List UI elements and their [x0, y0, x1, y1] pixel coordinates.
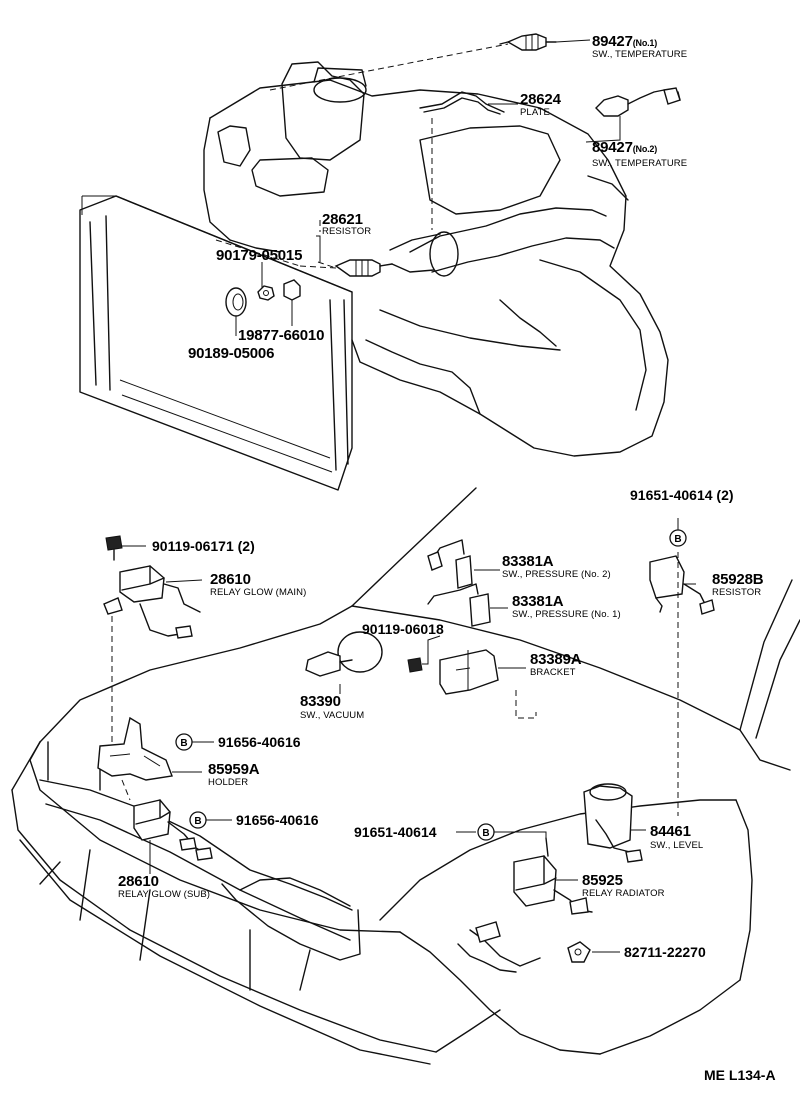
part-label-83389a: 83389A BRACKET [530, 651, 582, 678]
part-description: SW., PRESSURE (No. 1) [512, 609, 621, 620]
part-label-83381a-no1: 83381A SW., PRESSURE (No. 1) [512, 593, 621, 620]
part-description: RELAY GLOW (SUB) [118, 889, 210, 900]
part-description: HOLDER [208, 777, 248, 788]
part-number: 84461 [650, 823, 691, 840]
part-number: 28610 [210, 571, 251, 588]
part-label-19877-66010: 19877-66010 [238, 327, 324, 344]
part-number: 85959A [208, 761, 260, 778]
part-label-90119-06018: 90119-06018 [362, 621, 444, 637]
engine-small-parts [225, 33, 681, 317]
part-number: 83381A [502, 553, 554, 570]
callout-b-mid: B [477, 823, 495, 841]
part-label-28610-main: 28610 RELAY GLOW (MAIN) [210, 571, 306, 598]
diagram-code: ME L134-A [704, 1067, 776, 1083]
part-label-85925: 85925 RELAY RADIATOR [582, 872, 665, 899]
part-description: SW., LEVEL [650, 840, 703, 851]
vehicle-body-outline [11, 487, 800, 1065]
part-number: 28621 [322, 211, 363, 228]
part-qualifier: (No.1) [633, 38, 658, 48]
part-description: SW., TEMPERATURE [592, 158, 687, 169]
part-label-89427-no2: 89427(No.2) SW., TEMPERATURE [592, 139, 687, 169]
part-label-85928b: 85928B RESISTOR [712, 571, 764, 598]
part-label-90179-05015: 90179-05015 [216, 247, 302, 264]
part-label-28610-sub: 28610 RELAY GLOW (SUB) [118, 873, 210, 900]
part-number: 28624 [520, 91, 562, 108]
part-number: 28610 [118, 873, 159, 890]
part-number: 85925 [582, 872, 623, 889]
part-number: 83390 [300, 693, 341, 710]
part-label-85959a: 85959A HOLDER [208, 761, 260, 788]
callout-b-sub-label: B [194, 816, 201, 827]
part-label-91656-40616-b: 91656-40616 [236, 812, 319, 828]
part-label-91656-40616-a: 91656-40616 [218, 734, 301, 750]
part-label-90119-06171: 90119-06171 (2) [152, 538, 255, 554]
part-description: RESISTOR [712, 587, 761, 598]
part-description: SW., TEMPERATURE [592, 49, 687, 60]
svg-text:89427(No.1): 89427(No.1) [592, 33, 657, 50]
part-label-82711-22270: 82711-22270 [624, 944, 706, 960]
part-label-91651-40614-top: 91651-40614 (2) [630, 487, 734, 503]
part-description: RELAY RADIATOR [582, 888, 665, 899]
callout-b-top: B [669, 529, 687, 547]
part-label-84461: 84461 SW., LEVEL [650, 823, 703, 851]
part-label-90189-05006: 90189-05006 [188, 345, 274, 362]
part-label-28621: 28621 RESISTOR [322, 211, 371, 237]
part-number: 89427 [592, 139, 633, 156]
part-label-83381a-no2: 83381A SW., PRESSURE (No. 2) [502, 553, 611, 580]
callout-b-mid-label: B [482, 828, 489, 839]
callout-b-sub: B [189, 811, 207, 829]
part-label-83390: 83390 SW., VACUUM [300, 693, 364, 721]
part-description: BRACKET [530, 667, 576, 678]
part-label-91651-40614-mid: 91651-40614 [354, 824, 437, 840]
engine-outline [79, 61, 669, 491]
part-number: 83389A [530, 651, 582, 668]
part-qualifier: (No.2) [633, 144, 658, 154]
part-label-28624: 28624 PLATE [520, 91, 562, 118]
vehicle-small-parts [97, 535, 715, 973]
part-description: PLATE [520, 107, 550, 118]
part-description: RELAY GLOW (MAIN) [210, 587, 306, 598]
part-description: SW., VACUUM [300, 710, 364, 721]
part-description: SW., PRESSURE (No. 2) [502, 569, 611, 580]
engine-leader-lines [215, 39, 621, 336]
part-number: 85928B [712, 571, 764, 588]
vehicle-leader-lines [111, 518, 696, 953]
callout-b-holder-label: B [180, 738, 187, 749]
callout-b-holder: B [175, 733, 193, 751]
callout-b-top-label: B [674, 534, 681, 545]
part-number: 89427 [592, 33, 633, 50]
part-number: 83381A [512, 593, 564, 610]
svg-text:89427(No.2): 89427(No.2) [592, 139, 657, 156]
part-label-89427-no1: 89427(No.1) SW., TEMPERATURE [592, 33, 687, 60]
part-description: RESISTOR [322, 226, 371, 237]
